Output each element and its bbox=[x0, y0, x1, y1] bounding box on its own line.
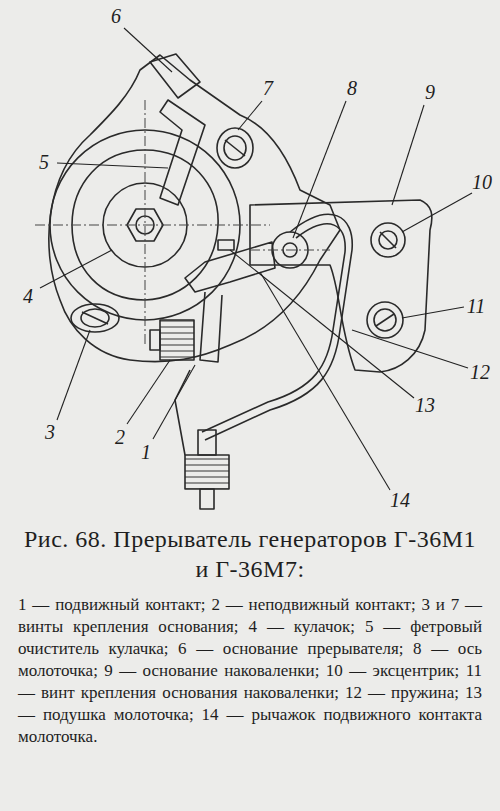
hammer-pad bbox=[218, 240, 234, 250]
parts-key: 1 — подвижный контакт; 2 — неподвижный к… bbox=[18, 594, 482, 748]
contact-wire bbox=[175, 370, 190, 455]
callout-number: 9 bbox=[425, 81, 435, 103]
callout-number: 14 bbox=[390, 489, 410, 511]
callout-number: 10 bbox=[472, 171, 492, 193]
callout-number: 2 bbox=[115, 426, 125, 448]
fixed-contact bbox=[160, 320, 194, 360]
base-bracket bbox=[150, 54, 200, 98]
moving-contact bbox=[185, 455, 229, 489]
anvil-screw bbox=[367, 302, 403, 338]
leader-lines bbox=[40, 28, 472, 490]
callout-number: 7 bbox=[263, 77, 273, 99]
spring bbox=[205, 214, 352, 440]
lever-arm bbox=[200, 292, 222, 362]
callout-number: 3 bbox=[45, 421, 55, 443]
callout-number: 12 bbox=[470, 361, 490, 383]
breaker-drawing bbox=[0, 0, 500, 520]
felt-cleaner bbox=[160, 100, 205, 205]
figure-caption: Рис. 68. Прерыватель генераторов Г-36М1 … bbox=[20, 524, 480, 584]
eccentric bbox=[371, 223, 405, 257]
screw-3 bbox=[71, 304, 119, 332]
breaker-base bbox=[49, 55, 340, 362]
anvil-base bbox=[250, 200, 432, 372]
callout-number: 6 bbox=[111, 5, 121, 27]
callout-number: 5 bbox=[39, 151, 49, 173]
callout-number: 8 bbox=[347, 77, 357, 99]
callout-number: 13 bbox=[415, 394, 435, 416]
callout-number: 4 bbox=[23, 285, 33, 307]
callout-number: 11 bbox=[467, 295, 486, 317]
screw-3-head bbox=[81, 309, 109, 327]
screw-7 bbox=[217, 128, 253, 168]
callout-number: 1 bbox=[141, 441, 151, 463]
